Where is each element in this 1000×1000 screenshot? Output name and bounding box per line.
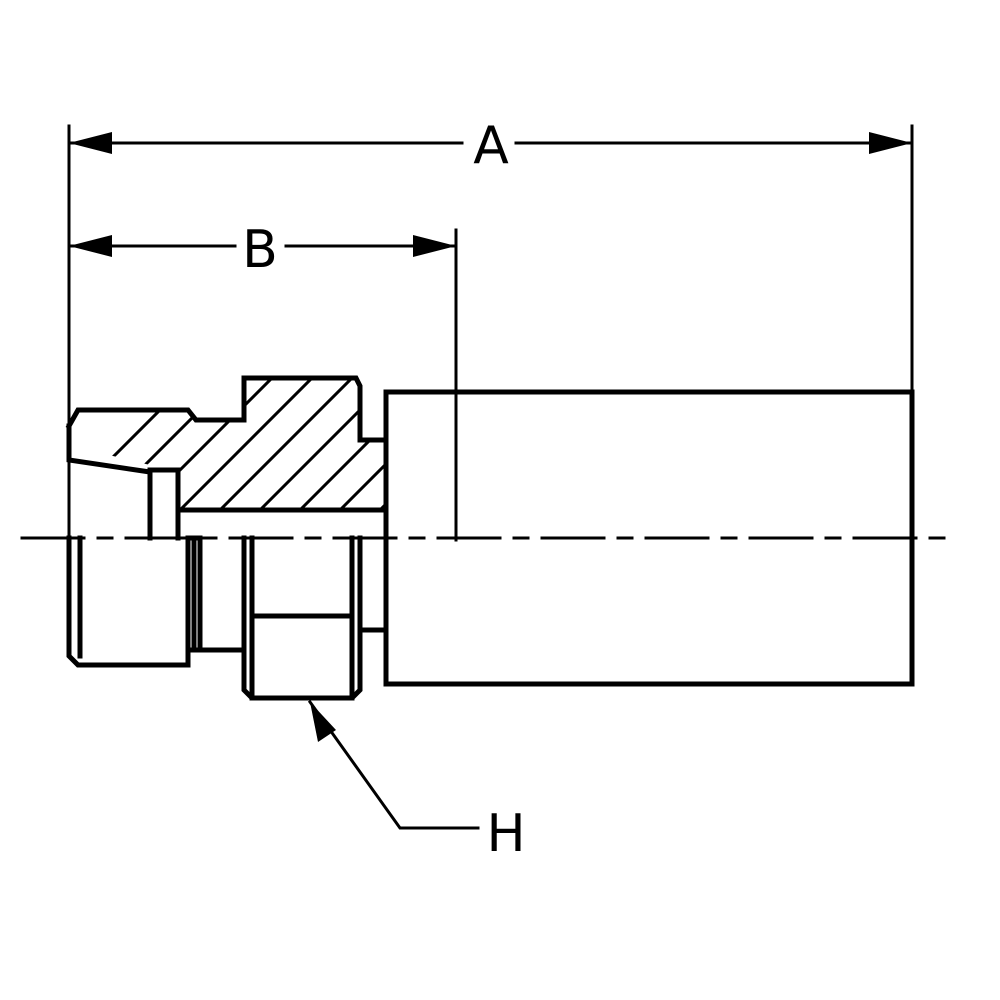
dimension-a-right-arrowhead: [869, 132, 912, 154]
dimension-a: A: [67, 116, 914, 542]
dimension-b-left-arrowhead: [69, 235, 112, 257]
threaded-end-outline: [66, 535, 191, 668]
dimension-a-label: A: [473, 116, 509, 176]
callout-h: H: [307, 699, 526, 864]
dimension-b-label: B: [242, 220, 278, 280]
thread-root-line: [66, 423, 153, 475]
upper-section-outline: [65, 375, 389, 513]
callout-h-arrowhead: [310, 702, 336, 742]
dimension-a-left-arrowhead: [69, 132, 112, 154]
dimension-b-right-arrowhead: [413, 235, 456, 257]
ferrule-body: [383, 389, 915, 687]
callout-h-leader-line: [307, 699, 480, 830]
dimension-b: B: [67, 220, 458, 542]
callout-h-label: H: [486, 804, 525, 864]
sectioned-upper-half: [65, 375, 389, 541]
external-lower-half: [66, 535, 389, 701]
hex-body-outline: [241, 535, 363, 701]
